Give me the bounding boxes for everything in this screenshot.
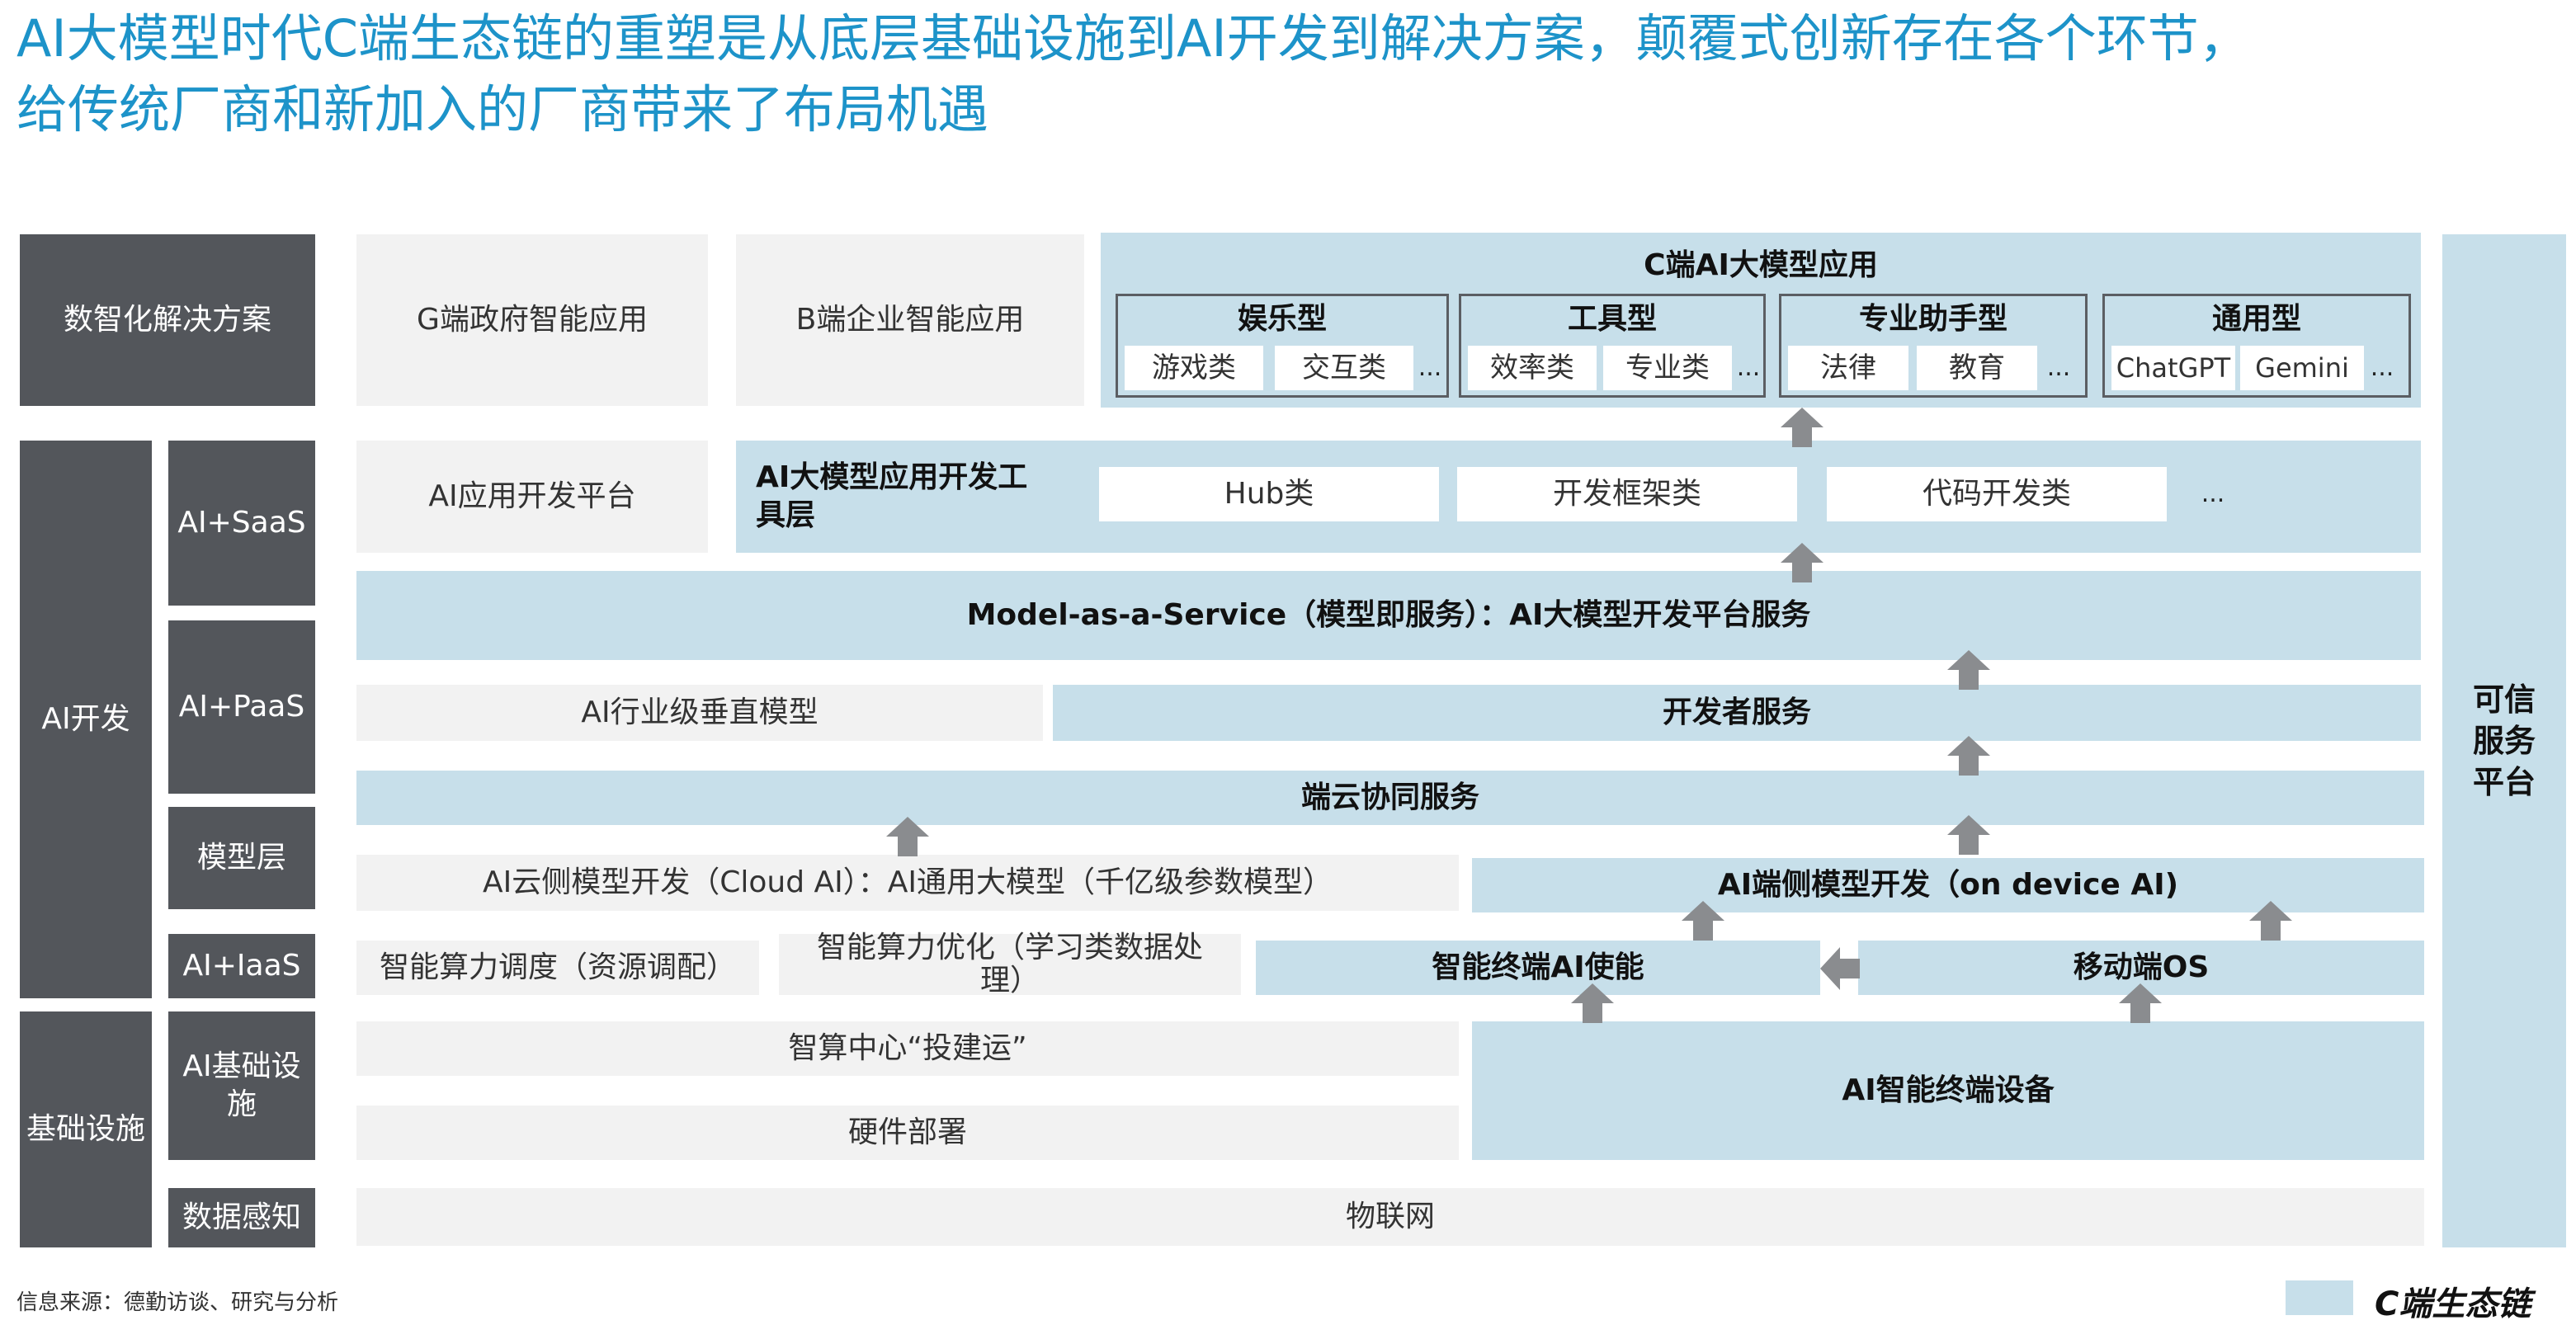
cloud-model-dev: AI云侧模型开发（Cloud AI）：AI通用大模型（千亿级参数模型） xyxy=(356,855,1459,911)
category-general: 通用型 ChatGPT Gemini ... xyxy=(2102,294,2411,398)
label-solutions: 数智化解决方案 xyxy=(20,234,315,406)
arrow-up-icon xyxy=(1947,736,1990,776)
compute-center: 智算中心“投建运” xyxy=(356,1021,1459,1076)
maas-platform: Model-as-a-Service（模型即服务）：AI大模型开发平台服务 xyxy=(356,571,2421,660)
arrow-up-icon xyxy=(1682,901,1724,941)
label-ai-infra: AI基础设施 xyxy=(168,1011,315,1160)
arrow-up-icon xyxy=(1781,543,1823,582)
label-data-sensing: 数据感知 xyxy=(168,1188,315,1247)
edge-cloud-collab: 端云协同服务 xyxy=(356,771,2424,825)
category-title: 通用型 xyxy=(2211,302,2301,336)
category-item: 交互类 xyxy=(1275,346,1413,390)
label-infra: 基础设施 xyxy=(20,1011,152,1247)
category-title: 专业助手型 xyxy=(1858,302,2007,336)
category-more: ... xyxy=(2046,353,2071,382)
category-item: 效率类 xyxy=(1468,346,1597,390)
b-end-app: B端企业智能应用 xyxy=(736,234,1084,406)
category-item: 游戏类 xyxy=(1125,346,1263,390)
title-line-2: 给传统厂商和新加入的厂商带来了布局机遇 xyxy=(17,79,989,139)
category-more: ... xyxy=(2370,353,2394,382)
device-ai-enablement: 智能终端AI使能 xyxy=(1256,941,1820,995)
compute-scheduling: 智能算力调度（资源调配） xyxy=(356,941,759,995)
arrow-up-icon xyxy=(2119,983,2162,1023)
source-note: 信息来源：德勤访谈、研究与分析 xyxy=(17,1290,339,1315)
arrow-left-icon xyxy=(1820,947,1860,990)
category-item: ChatGPT xyxy=(2111,346,2235,390)
legend-label: C端生态链 xyxy=(2375,1285,2531,1323)
category-item: 教育 xyxy=(1917,346,2037,390)
label-ai-dev: AI开发 xyxy=(20,441,152,998)
title-line-1: AI大模型时代C端生态链的重塑是从底层基础设施到AI开发到解决方案，颠覆式创新存… xyxy=(17,8,2250,68)
category-item: Gemini xyxy=(2240,346,2364,390)
arrow-up-icon xyxy=(886,817,929,856)
ai-app-dev-platform: AI应用开发平台 xyxy=(356,441,708,553)
category-assistant: 专业助手型 法律 教育 ... xyxy=(1779,294,2088,398)
label-model-layer: 模型层 xyxy=(168,807,315,909)
iot: 物联网 xyxy=(356,1188,2424,1246)
category-item: 法律 xyxy=(1788,346,1908,390)
legend-swatch xyxy=(2286,1280,2353,1315)
tools-more: ... xyxy=(2201,479,2225,508)
trusted-service-platform: 可信服务平台 xyxy=(2442,234,2566,1247)
page-title: AI大模型时代C端生态链的重塑是从底层基础设施到AI开发到解决方案，颠覆式创新存… xyxy=(17,3,2566,145)
compute-optimization: 智能算力优化（学习类数据处理） xyxy=(779,931,1241,997)
category-title: 娱乐型 xyxy=(1237,302,1327,336)
arrow-up-icon xyxy=(1571,983,1614,1023)
label-paas: AI+PaaS xyxy=(168,620,315,794)
ai-smart-devices: AI智能终端设备 xyxy=(1472,1021,2424,1160)
tool-hub: Hub类 xyxy=(1099,467,1439,521)
arrow-up-icon xyxy=(1781,408,1823,447)
category-entertainment: 娱乐型 游戏类 交互类 ... xyxy=(1116,294,1449,398)
g-end-app: G端政府智能应用 xyxy=(356,234,708,406)
c-end-panel: C端AI大模型应用 娱乐型 游戏类 交互类 ... 工具型 效率类 专业类 ..… xyxy=(1101,233,2421,408)
category-tools: 工具型 效率类 专业类 ... xyxy=(1459,294,1766,398)
category-title: 工具型 xyxy=(1567,302,1657,336)
arrow-up-icon xyxy=(2249,901,2292,941)
industry-vertical-model: AI行业级垂直模型 xyxy=(356,685,1043,741)
category-item: 专业类 xyxy=(1603,346,1732,390)
label-iaas: AI+IaaS xyxy=(168,934,315,998)
label-saas: AI+SaaS xyxy=(168,441,315,606)
tool-code-dev: 代码开发类 xyxy=(1827,467,2167,521)
developer-services: 开发者服务 xyxy=(1053,685,2421,741)
c-end-title: C端AI大模型应用 xyxy=(1644,248,1878,282)
category-more: ... xyxy=(1418,353,1442,382)
arrow-up-icon xyxy=(1947,650,1990,690)
app-dev-toolkit-panel: AI大模型应用开发工具层 Hub类 开发框架类 代码开发类 ... xyxy=(736,441,2421,553)
arrow-up-icon xyxy=(1947,815,1990,855)
app-dev-toolkit-title: AI大模型应用开发工具层 xyxy=(756,460,1028,532)
hardware-deployment: 硬件部署 xyxy=(356,1106,1459,1160)
device-model-dev: AI端侧模型开发（on device AI) xyxy=(1472,858,2424,912)
category-more: ... xyxy=(1736,353,1761,382)
tool-dev-framework: 开发框架类 xyxy=(1457,467,1797,521)
